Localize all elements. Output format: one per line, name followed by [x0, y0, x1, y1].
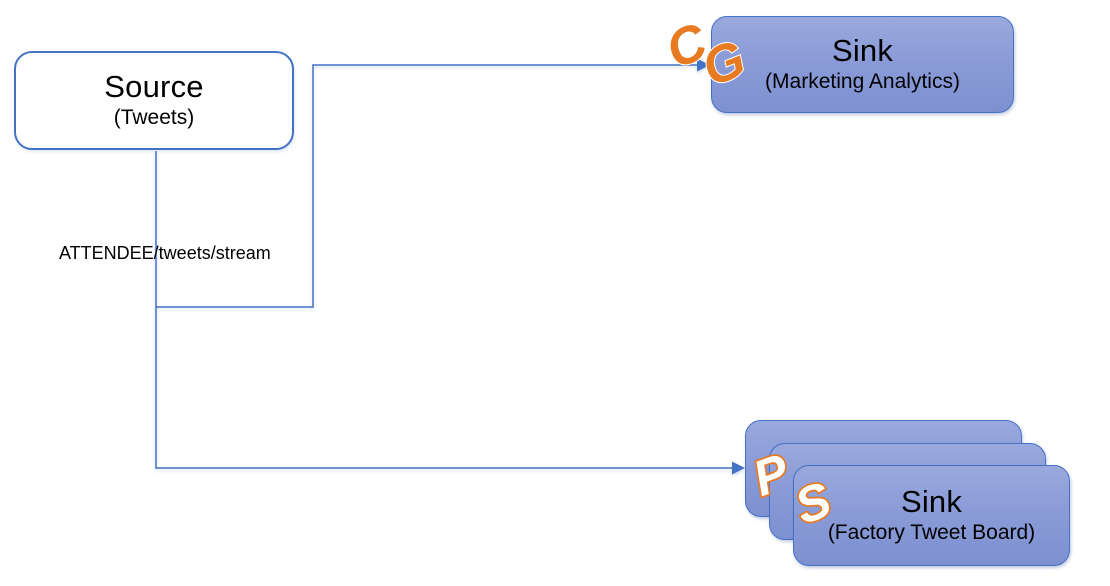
- sink-factory-title: Sink: [900, 484, 963, 520]
- sink-marketing-title: Sink: [831, 33, 894, 69]
- edge-topic-label: ATTENDEE/tweets/stream: [59, 243, 271, 263]
- edge-source-to-marketing: [156, 64, 697, 308]
- sink-marketing-node: Sink (Marketing Analytics): [711, 16, 1014, 113]
- sink-factory-subtitle: (Factory Tweet Board): [827, 520, 1036, 544]
- edge-source-to-factory: [155, 151, 733, 469]
- arrowhead-factory-icon: [732, 461, 745, 475]
- ps-logo-letter-p: P: [746, 443, 797, 507]
- arrowhead-marketing-icon: [697, 58, 710, 72]
- source-subtitle: (Tweets): [113, 105, 195, 129]
- sink-marketing-subtitle: (Marketing Analytics): [765, 69, 960, 93]
- ps-logo-letter-s: S: [788, 471, 839, 535]
- sink-factory-node: Sink (Factory Tweet Board): [793, 465, 1070, 566]
- ps-logo-icon: P S: [744, 441, 840, 537]
- source-node: Source (Tweets): [14, 51, 294, 150]
- source-title: Source: [104, 69, 204, 105]
- cg-logo-icon: C G: [657, 11, 754, 99]
